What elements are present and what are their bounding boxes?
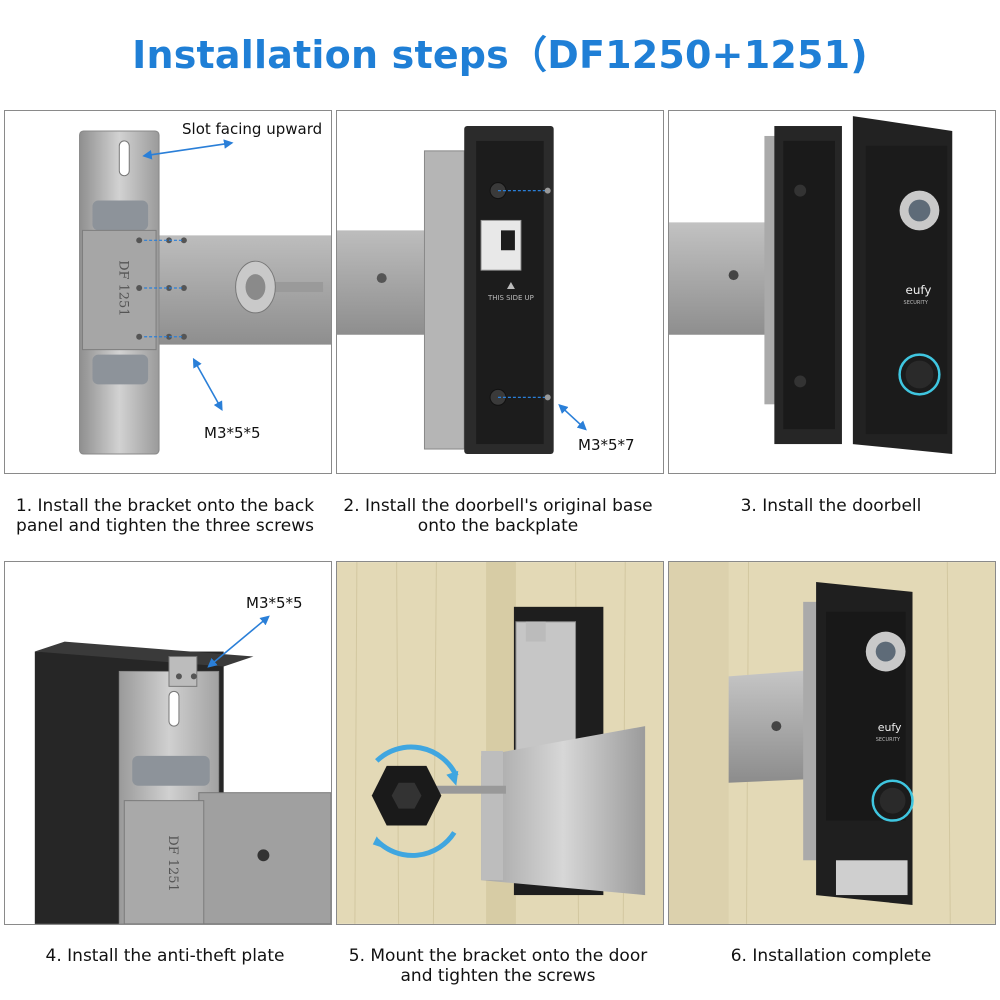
- plate-engraving: DF 1251: [165, 835, 180, 891]
- step-2-panel: THIS SIDE UP: [336, 110, 664, 474]
- callout-arrow: [207, 615, 270, 668]
- callout-arrow: [142, 139, 234, 160]
- step-4-illustration: DF 1251: [34, 615, 331, 924]
- plate-engraving: DF 1251: [115, 260, 130, 316]
- step-1-panel: DF 1251: [4, 110, 332, 474]
- step-3-panel: eufy SECURITY: [668, 110, 996, 474]
- step-3-caption: 3. Install the doorbell: [740, 496, 922, 516]
- step-3-illustration: eufy SECURITY: [669, 116, 953, 455]
- step-5-illustration: [337, 562, 663, 924]
- callout-arrow: [558, 404, 587, 431]
- brand-sub: SECURITY: [904, 300, 929, 306]
- this-side-up-label: THIS SIDE UP: [487, 294, 534, 302]
- step-6-illustration: eufy SECURITY: [669, 562, 995, 924]
- step-5-panel: [336, 561, 664, 925]
- brand-logo: eufy: [878, 721, 902, 734]
- brand-sub: SECURITY: [876, 737, 901, 743]
- callout-arrow: [192, 357, 223, 411]
- callout-screw-label: M3*5*5: [246, 594, 303, 612]
- step-6-panel: eufy SECURITY: [668, 561, 996, 925]
- page-title: Installation steps（DF1250+1251): [132, 33, 868, 77]
- step-5-caption: 5. Mount the bracket onto the door and t…: [348, 946, 648, 986]
- callout-slot-label: Slot facing upward: [182, 120, 323, 138]
- step-4-panel: DF 1251: [4, 561, 332, 925]
- step-2-illustration: THIS SIDE UP: [337, 126, 587, 455]
- step-1-illustration: DF 1251: [79, 130, 331, 455]
- callout-screw-label: M3*5*5: [204, 424, 261, 442]
- step-6-caption: 6. Installation complete: [730, 946, 932, 966]
- step-1-caption: 1. Install the bracket onto the back pan…: [15, 496, 315, 536]
- brand-logo: eufy: [906, 283, 932, 297]
- callout-screw-label: M3*5*7: [578, 436, 635, 454]
- clamp-bracket: [481, 726, 646, 896]
- step-2-caption: 2. Install the doorbell's original base …: [343, 496, 653, 536]
- step-4-caption: 4. Install the anti-theft plate: [45, 946, 285, 966]
